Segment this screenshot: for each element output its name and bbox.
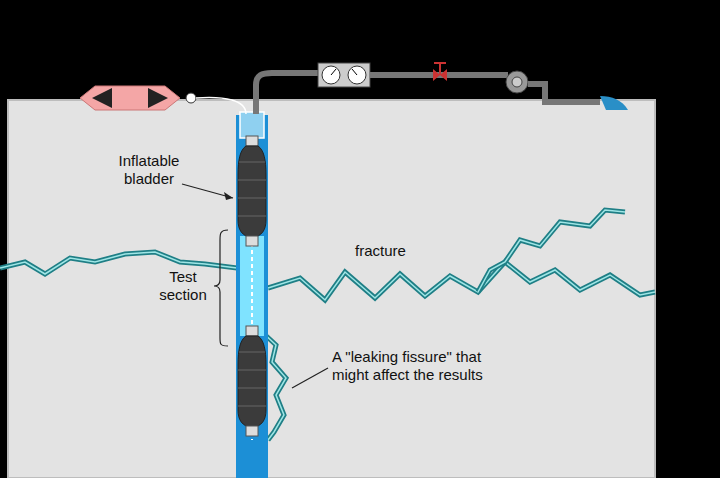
gauges <box>318 63 370 87</box>
gas-tank-marks <box>92 88 168 108</box>
packer-bladder <box>238 136 266 246</box>
packer-bladder <box>238 326 266 436</box>
leader-line <box>292 368 328 388</box>
feature-label: fracture <box>355 242 435 260</box>
bladder-ribs <box>238 162 266 406</box>
bracket <box>214 230 228 346</box>
borehole <box>236 115 268 478</box>
part-label: Inflatable bladder <box>104 152 194 188</box>
section-label: Test section <box>152 268 214 304</box>
gas-valve <box>186 93 196 103</box>
water-hose <box>256 73 318 114</box>
fracture-lines <box>0 210 655 440</box>
intake-pipe <box>528 84 600 102</box>
note-label: A "leaking fissure" that might affect th… <box>332 348 517 384</box>
pump <box>506 71 528 93</box>
water-source <box>600 96 628 110</box>
casing <box>240 112 264 138</box>
gas-tank <box>80 86 180 110</box>
gas-line <box>196 98 246 114</box>
rock-mass <box>8 100 655 478</box>
leader-arrow <box>224 192 233 200</box>
